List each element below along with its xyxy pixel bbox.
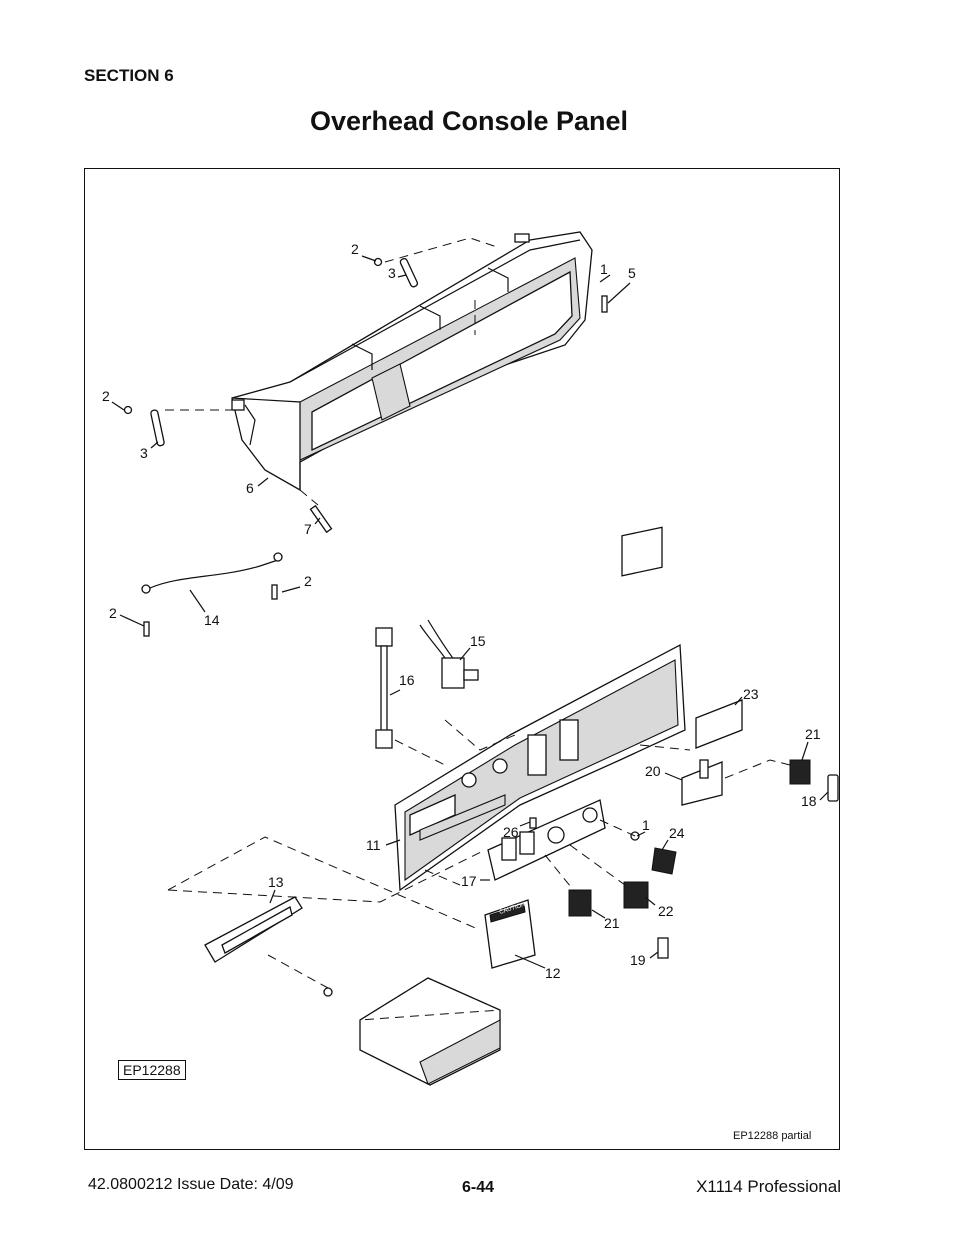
callout-5: 5	[628, 265, 636, 281]
diagram-frame	[84, 168, 840, 1150]
section-label: SECTION 6	[84, 66, 174, 85]
callout-7: 7	[304, 521, 312, 537]
footer-model: X1114 Professional	[696, 1177, 841, 1196]
callout-numbers: 2 3 1 5 2 3 6 7 2 2 14 15 16 23 21 20 18…	[102, 241, 821, 981]
upper-fasteners	[123, 257, 608, 534]
callout-24: 24	[669, 825, 685, 841]
callout-19: 19	[630, 952, 646, 968]
callout-22: 22	[658, 903, 674, 919]
switch-components	[487, 699, 839, 959]
radio-bezel	[204, 896, 303, 963]
console-housing	[231, 231, 593, 492]
switch-and-harness	[375, 619, 479, 749]
callout-11: 11	[366, 837, 381, 853]
ground-cable	[141, 552, 283, 637]
callout-23: 23	[743, 686, 759, 702]
callout-17: 17	[461, 873, 477, 889]
callout-3: 3	[140, 445, 148, 461]
caution-decal: CAUTION	[484, 899, 536, 969]
callout-21: 21	[604, 915, 620, 931]
reference-code-box: EP12288	[118, 1060, 186, 1080]
callout-15: 15	[470, 633, 486, 649]
callout-2: 2	[102, 388, 110, 404]
callout-13: 13	[268, 874, 284, 890]
callout-2: 2	[351, 241, 359, 257]
callout-14: 14	[204, 612, 220, 628]
footer-page-number: 6-44	[461, 1179, 495, 1196]
callout-2: 2	[304, 573, 312, 589]
callout-26: 26	[503, 824, 519, 840]
callout-6: 6	[246, 480, 254, 496]
callout-21: 21	[805, 726, 821, 742]
callout-18: 18	[801, 793, 817, 809]
leader-lines	[111, 255, 829, 969]
callout-2: 2	[109, 605, 117, 621]
callout-12: 12	[545, 965, 561, 981]
callout-1: 1	[600, 261, 608, 277]
callout-16: 16	[399, 672, 415, 688]
callout-20: 20	[645, 763, 661, 779]
switch-panel	[394, 526, 686, 892]
radio-unit	[323, 977, 501, 1086]
callout-1: 1	[642, 817, 650, 833]
footer-doc-number: 42.0800212 Issue Date: 4/09	[88, 1176, 294, 1193]
callout-3: 3	[388, 265, 396, 281]
partial-note: EP12288 partial	[733, 1130, 812, 1142]
page-title: Overhead Console Panel	[309, 106, 629, 136]
